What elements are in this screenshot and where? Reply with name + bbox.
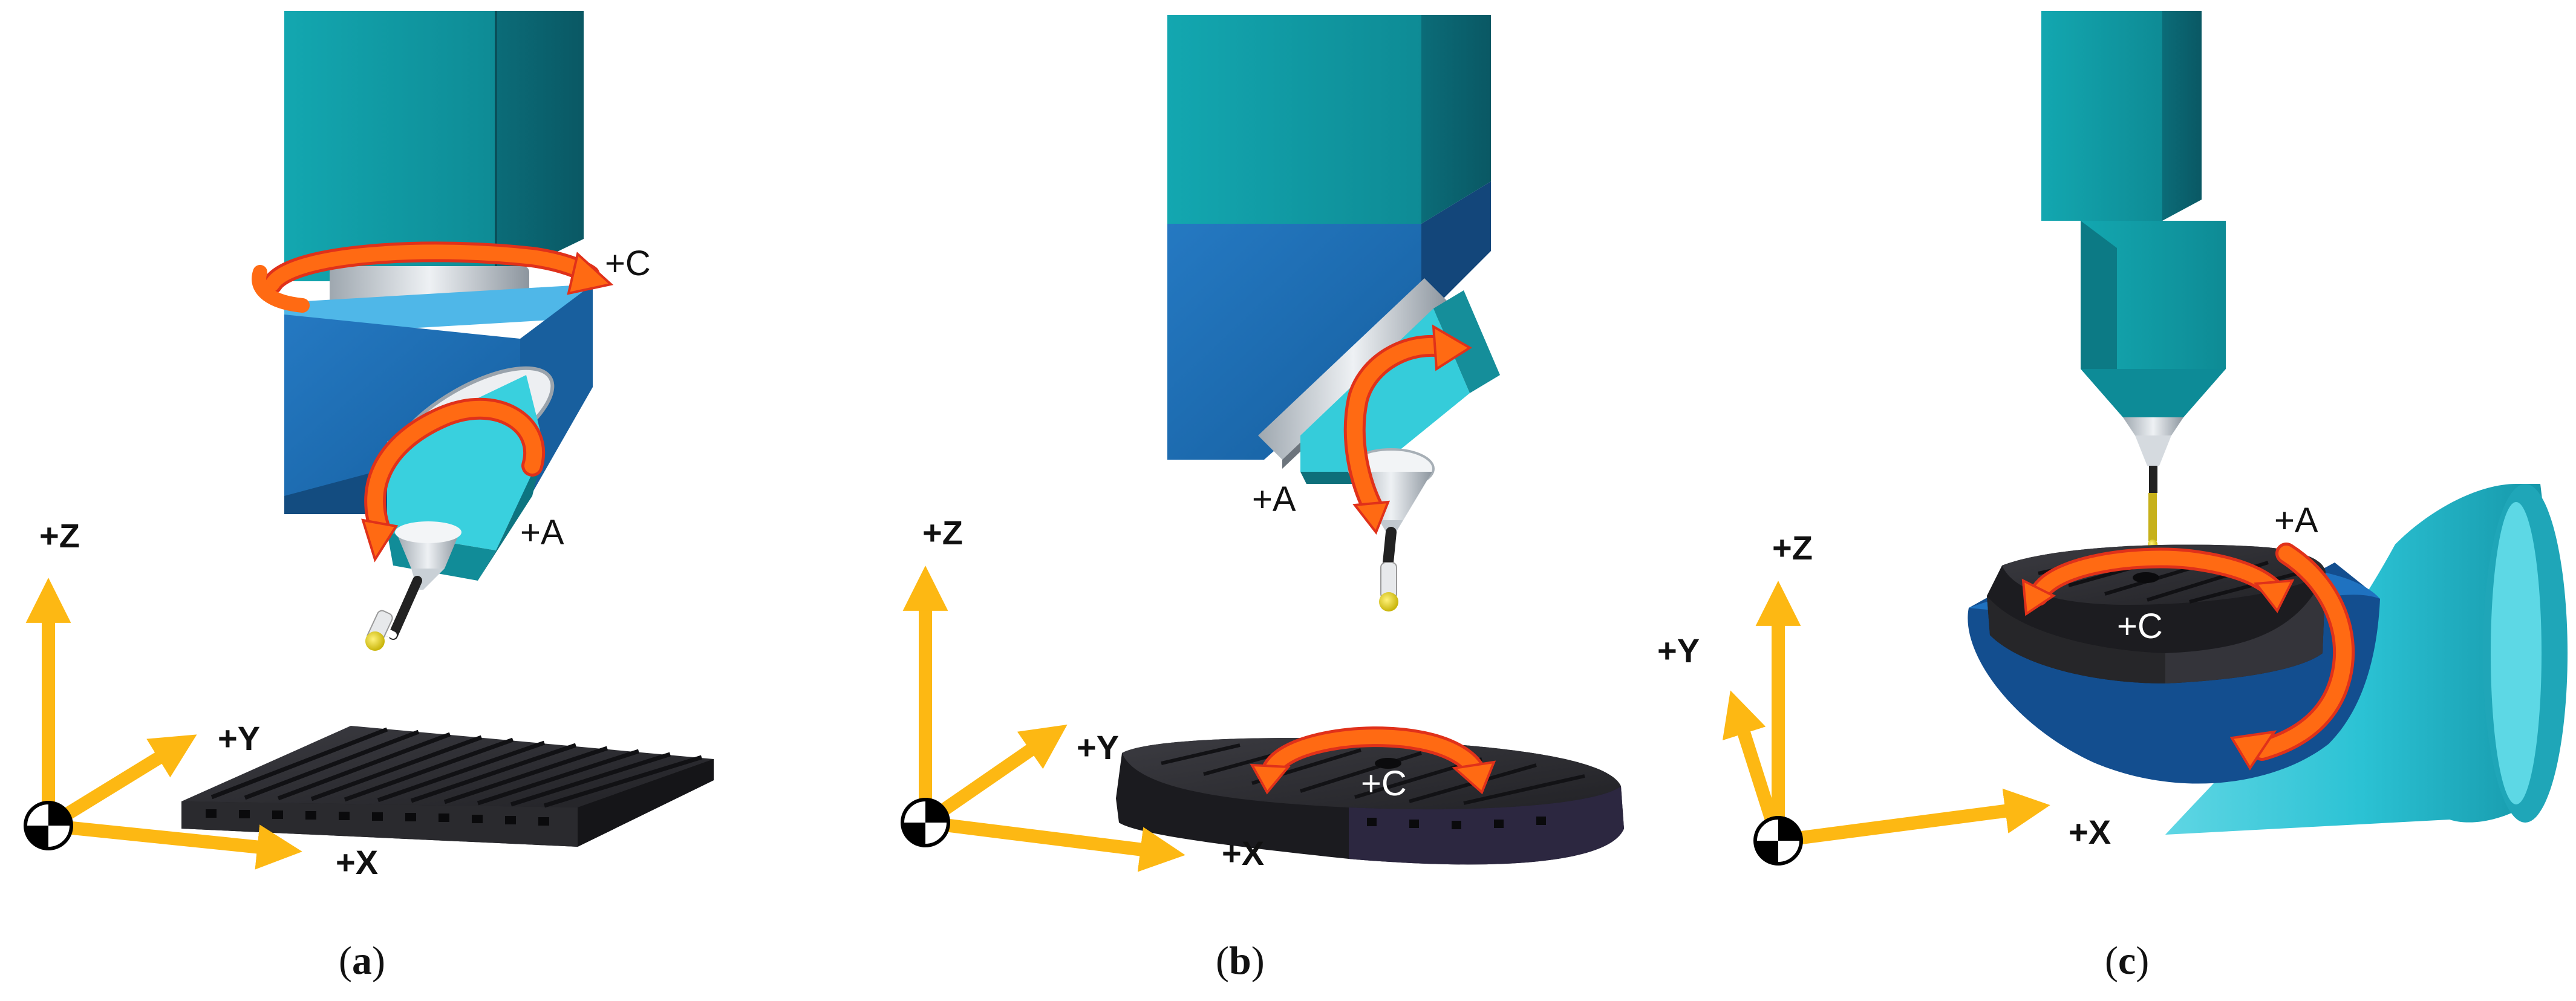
rotation-arrow-c xyxy=(252,241,614,313)
spindle-head-icon xyxy=(284,11,593,581)
caption-a: (a) xyxy=(339,939,385,983)
axis-label-x: +X xyxy=(2069,813,2111,851)
origin-marker-icon xyxy=(1753,816,1803,866)
axis-label-x: +X xyxy=(336,843,378,881)
rotary-table-icon xyxy=(1116,738,1624,865)
rotation-arrow-a xyxy=(2229,543,2355,771)
origin-marker-icon xyxy=(901,798,950,847)
rotation-label-c: +C xyxy=(2117,607,2163,646)
axis-label-y: +Y xyxy=(218,719,260,757)
axis-label-z: +Z xyxy=(39,517,80,555)
axis-arrows-a xyxy=(24,578,302,870)
axis-y-arrow xyxy=(45,734,197,832)
rotation-label-c: +C xyxy=(1361,764,1407,803)
probe-icon xyxy=(2148,466,2157,549)
axis-label-z: +Z xyxy=(922,514,963,552)
rotation-label-c: +C xyxy=(605,244,651,283)
axis-arrows-c xyxy=(1722,581,2050,866)
rotation-arrow-c xyxy=(1250,726,1496,795)
t-slot-table-icon xyxy=(181,726,714,847)
axis-label-x: +X xyxy=(1222,834,1264,872)
rotation-arrow-a xyxy=(1343,324,1472,535)
probe-icon xyxy=(365,569,445,651)
rotation-label-a: +A xyxy=(2274,501,2318,540)
panel-a: +C +A xyxy=(24,11,714,983)
panel-c: +C +A +Z +Y +X (c) xyxy=(1657,11,2568,983)
spindle-icon xyxy=(2041,11,2226,466)
probe-icon xyxy=(1379,520,1403,611)
axis-arrows-b xyxy=(901,566,1185,872)
rotation-arrow-a xyxy=(361,397,546,562)
axis-label-z: +Z xyxy=(1772,529,1813,567)
axis-y-arrow xyxy=(921,724,1068,829)
trunnion-table-icon xyxy=(1968,484,2568,835)
rotation-arrow-c xyxy=(2021,547,2295,616)
axis-label-y: +Y xyxy=(1077,728,1119,766)
caption-c: (c) xyxy=(2105,939,2149,983)
origin-marker-icon xyxy=(24,801,73,850)
caption-b: (b) xyxy=(1216,939,1265,983)
axis-x-arrow xyxy=(924,816,1185,872)
panel-b: +A xyxy=(901,15,1624,983)
tilted-head-icon xyxy=(1167,15,1500,520)
rotation-label-a: +A xyxy=(520,513,564,552)
axis-x-arrow xyxy=(47,819,302,870)
rotation-label-a: +A xyxy=(1252,480,1296,519)
axis-label-y: +Y xyxy=(1657,631,1700,670)
axis-x-arrow xyxy=(1777,788,2050,847)
